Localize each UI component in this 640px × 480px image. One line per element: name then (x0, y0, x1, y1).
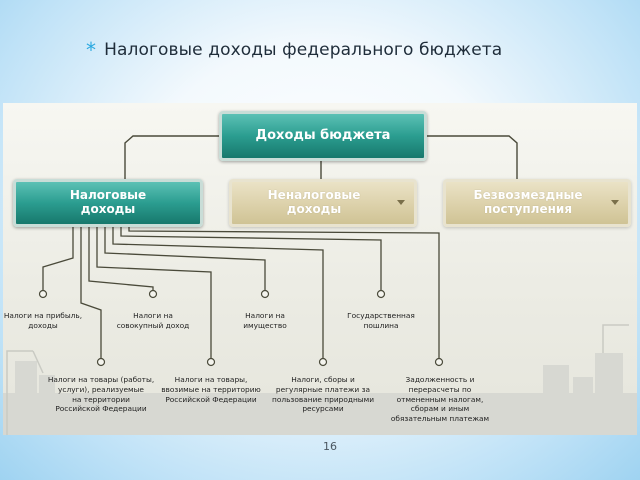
node-bottom-4 (434, 357, 444, 367)
category-tax-revenue[interactable]: Налоговые доходы (13, 179, 203, 227)
root-box-budget-revenue: Доходы бюджета (219, 111, 427, 161)
item-profit-income-taxes: Налоги на прибыль, доходы (3, 311, 83, 330)
chevron-down-icon (397, 200, 405, 205)
node-top-3 (260, 289, 270, 299)
category-label-line2: доходы (286, 202, 342, 216)
item-imported-goods-taxes: Налоги на товары, ввозимые на территорию… (161, 375, 261, 404)
slide-title: * Налоговые доходы федерального бюджета (86, 36, 626, 62)
node-top-4 (376, 289, 386, 299)
slide-title-text: Налоговые доходы федерального бюджета (104, 40, 503, 60)
node-bottom-3 (318, 357, 328, 367)
node-bottom-2 (206, 357, 216, 367)
category-gratuitous-receipts[interactable]: Безвозмездные поступления (443, 179, 631, 227)
root-box-label: Доходы бюджета (255, 127, 391, 143)
item-natural-resources-payments: Налоги, сборы и регулярные платежи за по… (272, 375, 374, 414)
connector-lines (38, 135, 518, 367)
page-number: 16 (323, 440, 337, 453)
category-label-line2: доходы (80, 202, 136, 216)
chevron-down-icon (611, 200, 619, 205)
node-bottom-1 (96, 357, 106, 367)
item-domestic-goods-taxes: Налоги на товары (работы, услуги), реали… (47, 375, 155, 414)
category-label-line2: поступления (483, 202, 573, 216)
item-property-taxes: Налоги на имущество (243, 311, 287, 330)
node-top-2 (148, 289, 158, 299)
bullet-star-icon: * (86, 38, 97, 62)
node-top-1 (38, 289, 48, 299)
category-label-line1: Налоговые (69, 188, 147, 203)
item-aggregate-income-taxes: Налоги на совокупный доход (116, 311, 190, 330)
category-non-tax-revenue[interactable]: Неналоговые доходы (229, 179, 417, 227)
category-label-line1: Безвозмездные (473, 188, 583, 203)
diagram-panel: Доходы бюджета Налоговые доходы Неналого… (3, 103, 637, 435)
category-label-line1: Неналоговые (267, 188, 361, 203)
item-arrears-recalculations: Задолженность и перерасчеты по отмененны… (390, 375, 490, 424)
city-skyline-background (3, 324, 637, 435)
item-state-duty: Государственная пошлина (347, 311, 415, 330)
